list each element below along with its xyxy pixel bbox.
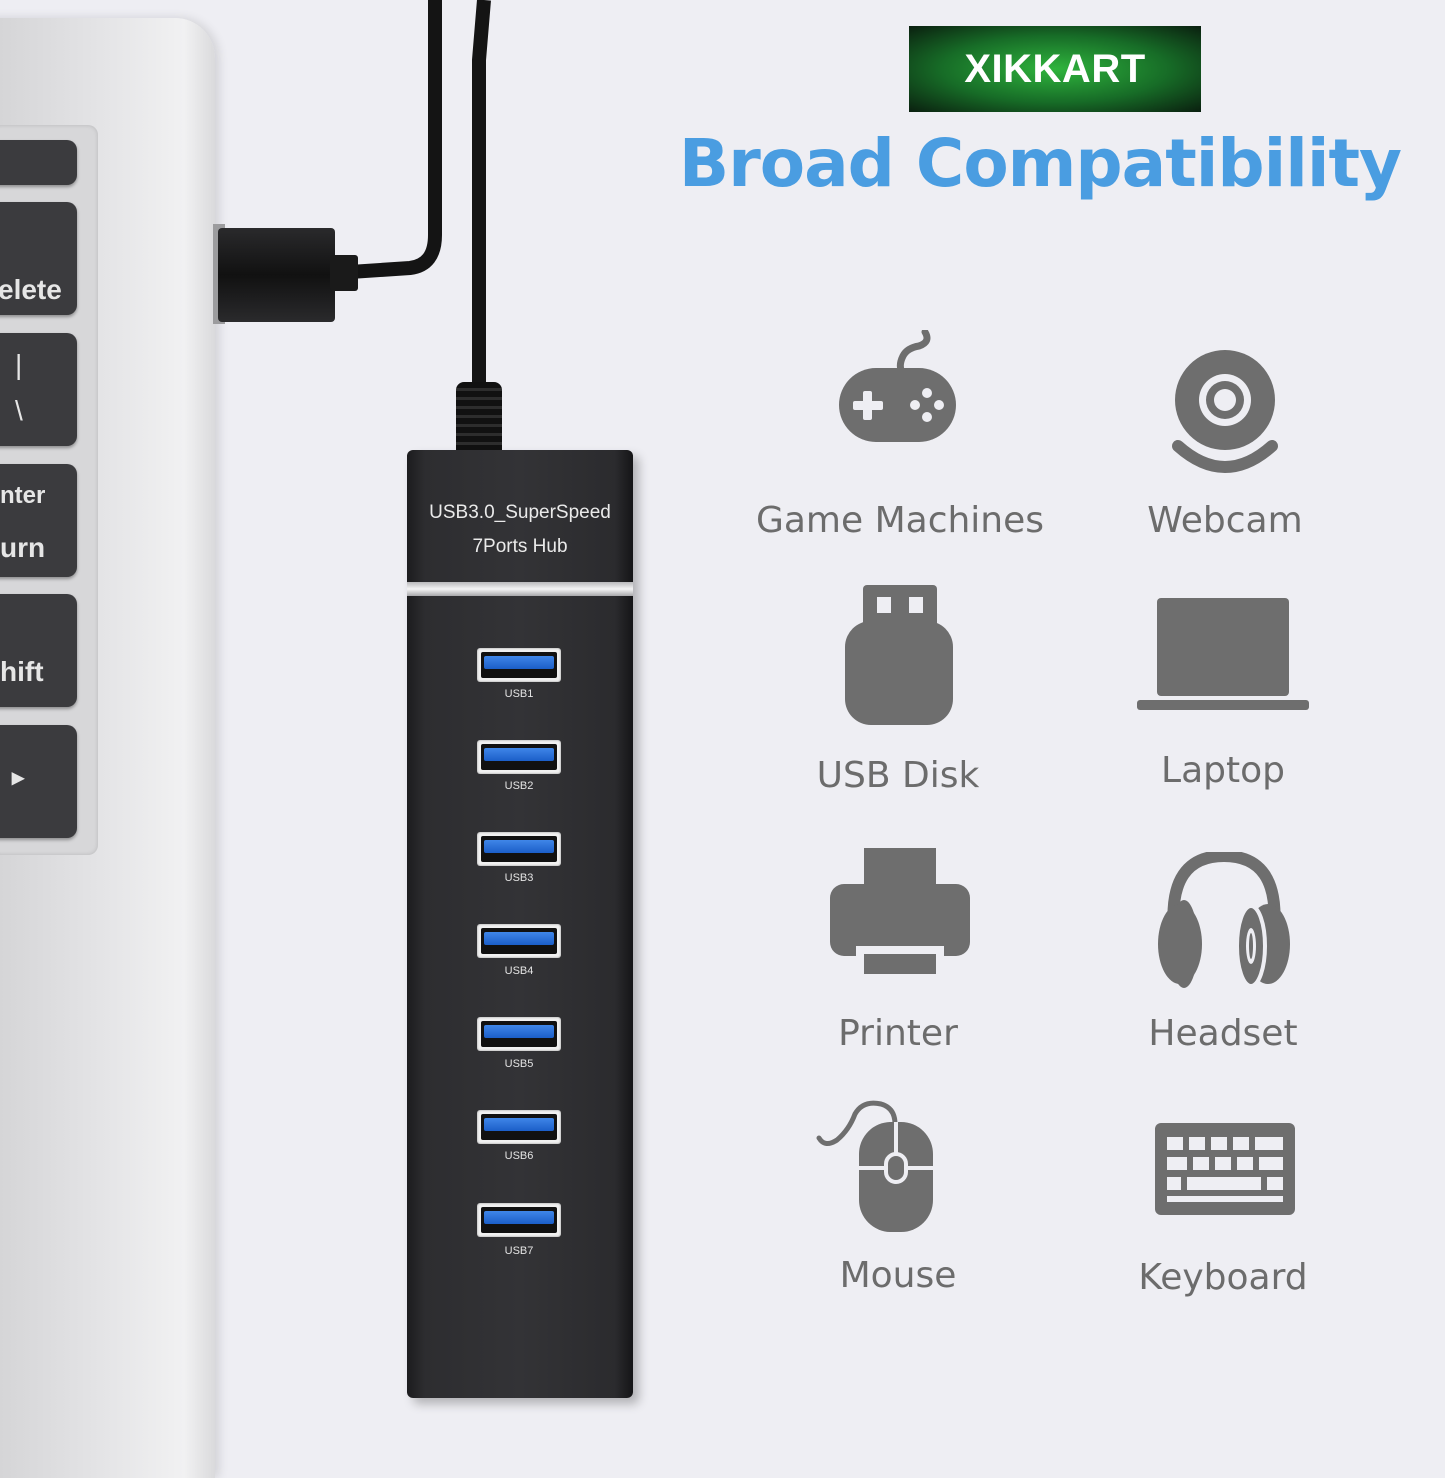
brand-name: XIKKART <box>964 46 1146 91</box>
key-top <box>0 140 77 185</box>
usb-cable <box>343 0 491 390</box>
key-delete: elete <box>0 202 77 315</box>
usb-port-label: USB5 <box>504 1058 534 1070</box>
hub-ports-text: 7Ports Hub <box>472 536 568 557</box>
key-shift: hift <box>0 594 77 707</box>
key-shift-label: hift <box>0 656 44 687</box>
device-label-headset: Headset <box>1148 1013 1298 1054</box>
usb-port <box>477 648 561 682</box>
key-backslash-label: \ <box>15 395 23 426</box>
laptop-icon <box>1137 598 1309 710</box>
brand-badge: XIKKART <box>909 26 1201 112</box>
usb-port <box>477 740 561 774</box>
key-delete-label: elete <box>0 274 62 305</box>
headline: Broad Compatibility <box>678 125 1402 202</box>
device-label-mouse: Mouse <box>839 1255 957 1296</box>
usb-port <box>477 1203 561 1237</box>
usb-port <box>477 924 561 958</box>
usb-plug-neck <box>330 255 358 291</box>
webcam-icon <box>1172 350 1278 473</box>
usb-hub: USB3.0_SuperSpeed 7Ports Hub USB1 USB2 U… <box>407 450 633 1398</box>
usb-port <box>477 1110 561 1144</box>
mouse-icon <box>816 1100 933 1232</box>
key-backslash: | \ <box>0 333 77 446</box>
usb-port-label: USB3 <box>504 872 534 884</box>
usb-disk-icon <box>845 585 953 725</box>
printer-icon <box>830 848 970 976</box>
usb-port-label: USB1 <box>504 688 534 700</box>
key-return-label: urn <box>0 532 46 563</box>
gamepad-icon <box>839 330 956 442</box>
device-label-laptop: Laptop <box>1161 750 1285 791</box>
hub-model-text: USB3.0_SuperSpeed <box>429 502 611 523</box>
cable-strain-relief <box>456 382 502 452</box>
device-label-printer: Printer <box>838 1013 958 1054</box>
product-image: elete | \ nter urn hift ▸ USB3.0_SuperSp… <box>0 0 1402 1478</box>
key-pipe-label: | <box>15 349 23 380</box>
hub-silver-band <box>407 582 633 596</box>
usb-port-label: USB2 <box>504 780 534 792</box>
key-enter: nter urn <box>0 464 77 577</box>
device-label-webcam: Webcam <box>1147 500 1303 541</box>
device-label-game-machines: Game Machines <box>755 500 1045 541</box>
usb-port <box>477 832 561 866</box>
usb-port-label: USB7 <box>504 1245 534 1257</box>
usb-port-label: USB6 <box>504 1150 534 1162</box>
key-enter-label: nter <box>0 482 46 509</box>
keyboard-icon <box>1155 1123 1295 1215</box>
usb-port <box>477 1017 561 1051</box>
device-label-keyboard: Keyboard <box>1138 1257 1308 1298</box>
key-arrow: ▸ <box>0 725 77 838</box>
usb-a-plug <box>218 228 335 322</box>
key-arrow-label: ▸ <box>12 764 25 791</box>
headset-icon <box>1158 852 1290 988</box>
device-label-usb-disk: USB Disk <box>816 755 980 796</box>
usb-port-label: USB4 <box>504 965 534 977</box>
